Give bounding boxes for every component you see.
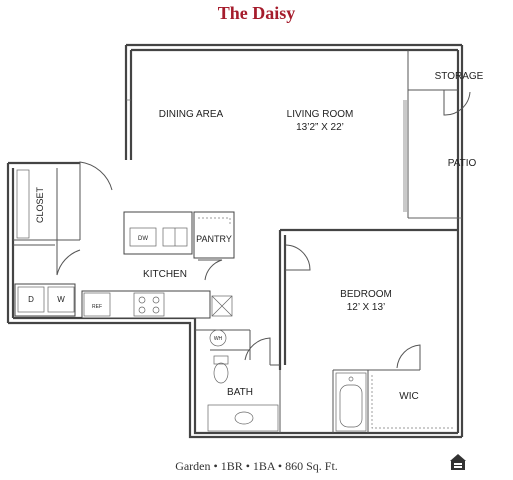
toilet-bowl (213, 362, 229, 384)
toilet-tank (213, 355, 229, 365)
bath-door (244, 337, 271, 365)
label-bedroom-size: 12’ X 13’ (347, 302, 386, 313)
label-wic: WIC (399, 391, 418, 402)
storage-door (443, 90, 471, 116)
dryer (17, 286, 45, 313)
bathtub (335, 372, 367, 432)
interior-walls (13, 163, 462, 433)
label-living-size: 13’2” X 22’ (296, 122, 344, 133)
label-patio: PATIO (448, 158, 477, 169)
washer (47, 286, 75, 313)
entry-door (79, 161, 113, 200)
refrigerator (83, 292, 111, 317)
doors (56, 90, 471, 370)
label-bedroom: BEDROOM (340, 289, 392, 300)
plan-title: The Daisy (217, 3, 296, 23)
fixtures (16, 169, 466, 470)
label-washer: W (57, 295, 65, 304)
exterior-walls (6, 43, 464, 439)
bedroom-door (285, 244, 311, 271)
bath-sink (234, 411, 254, 425)
pantry-door (198, 259, 223, 281)
label-storage: STORAGE (435, 71, 484, 82)
label-dishwasher: DW (138, 236, 148, 242)
vanity (207, 404, 279, 432)
label-dining: DINING AREA (159, 109, 224, 120)
wic-shelves (371, 375, 455, 429)
closet-shelf (16, 169, 30, 239)
room-labels: DINING AREA LIVING ROOM 13’2” X 22’ STOR… (28, 71, 484, 402)
label-refrigerator: REF (92, 304, 102, 310)
plan-footer: Garden • 1BR • 1BA • 860 Sq. Ft. (175, 459, 338, 473)
dishwasher (129, 227, 157, 247)
hvac-unit (211, 295, 233, 317)
label-bath: BATH (227, 387, 253, 398)
stove (133, 292, 165, 317)
water-heater (209, 329, 227, 347)
closet-door (56, 240, 81, 276)
label-dryer: D (28, 295, 34, 304)
wic-door (396, 344, 421, 370)
label-water-heater: WH (214, 336, 223, 342)
label-pantry: PANTRY (196, 234, 232, 244)
label-living: LIVING ROOM (287, 109, 354, 120)
label-kitchen: KITCHEN (143, 269, 187, 280)
equal-housing-icon (450, 454, 466, 470)
label-closet: CLOSET (35, 186, 45, 223)
